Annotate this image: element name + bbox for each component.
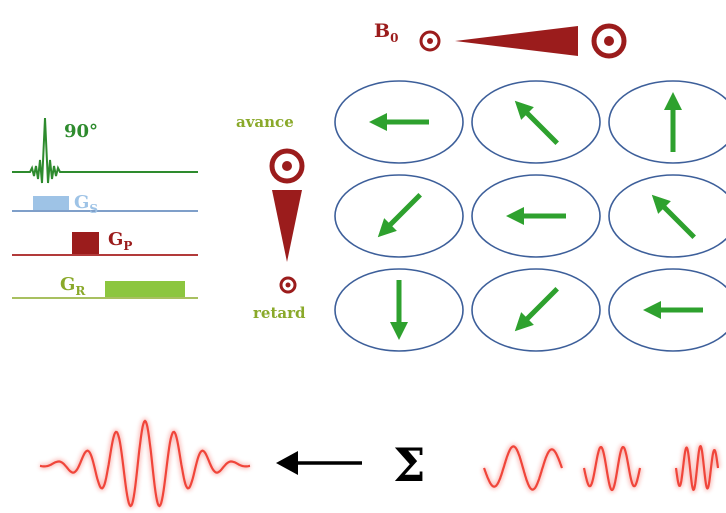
b0-gradient-wedge bbox=[455, 26, 578, 56]
advance-label: avance bbox=[236, 113, 294, 131]
gr-label: GR bbox=[60, 274, 86, 298]
spin-cell-r1-c3 bbox=[608, 80, 726, 164]
magnetization-arrow-icon bbox=[643, 301, 703, 319]
phase-gradient-wedge bbox=[272, 190, 302, 262]
spin-ellipse bbox=[608, 268, 726, 352]
composite-signal-wave bbox=[39, 417, 251, 510]
spin-ellipse bbox=[334, 174, 464, 258]
b0-field-indicator: B0 bbox=[374, 20, 627, 59]
gp-label: GP bbox=[108, 229, 132, 253]
spin-cell-r2-c2 bbox=[471, 174, 601, 258]
delay-label: retard bbox=[253, 304, 306, 322]
magnetization-arrow-icon bbox=[390, 280, 408, 340]
spin-ellipse bbox=[471, 174, 601, 258]
spin-grid bbox=[334, 80, 726, 352]
magnetization-arrow-icon bbox=[514, 100, 559, 145]
gs-label: GS bbox=[74, 192, 98, 216]
pulse-sequence: 90° GS GP GR bbox=[12, 117, 198, 299]
magnetization-arrow-icon bbox=[514, 287, 559, 332]
spin-cell-r1-c2 bbox=[471, 80, 601, 164]
spin-ellipse bbox=[471, 268, 601, 352]
phase-gradient-indicator: avance retard bbox=[236, 113, 306, 322]
spin-cell-r2-c3 bbox=[608, 174, 726, 258]
component-wave-3 bbox=[673, 443, 721, 493]
spin-cell-r1-c1 bbox=[334, 80, 464, 164]
spin-cell-r2-c1 bbox=[334, 174, 464, 258]
b0-large-circle-icon bbox=[591, 23, 627, 59]
b0-small-circle-icon bbox=[419, 30, 441, 52]
magnetization-arrow-icon bbox=[369, 113, 429, 131]
b0-label: B0 bbox=[374, 20, 398, 45]
component-wave-2 bbox=[581, 444, 643, 493]
magnetization-arrow-icon bbox=[506, 207, 566, 225]
magnetization-arrow-icon bbox=[651, 194, 696, 239]
phase-small-circle-icon bbox=[279, 276, 297, 294]
gr-pulse bbox=[105, 281, 185, 297]
spin-ellipse bbox=[608, 80, 726, 164]
phase-large-circle-icon bbox=[269, 148, 305, 184]
spin-ellipse bbox=[334, 80, 464, 164]
component-wave-1 bbox=[481, 443, 565, 493]
rf-pulse-line bbox=[12, 117, 198, 184]
spin-cell-r3-c2 bbox=[471, 268, 601, 352]
spin-ellipse bbox=[608, 174, 726, 258]
sum-arrow-left-icon bbox=[276, 451, 362, 475]
magnetization-arrow-icon bbox=[377, 193, 422, 238]
signal-sum-row: Σ bbox=[39, 417, 721, 510]
gs-pulse bbox=[33, 196, 69, 210]
spin-ellipse bbox=[471, 80, 601, 164]
spin-cell-r3-c1 bbox=[334, 268, 464, 352]
magnetization-arrow-icon bbox=[664, 92, 682, 152]
rf-flip-angle-label: 90° bbox=[64, 121, 98, 142]
gp-pulse bbox=[72, 232, 99, 254]
spin-ellipse bbox=[334, 268, 464, 352]
spin-cell-r3-c3 bbox=[608, 268, 726, 352]
sum-symbol: Σ bbox=[393, 438, 426, 492]
